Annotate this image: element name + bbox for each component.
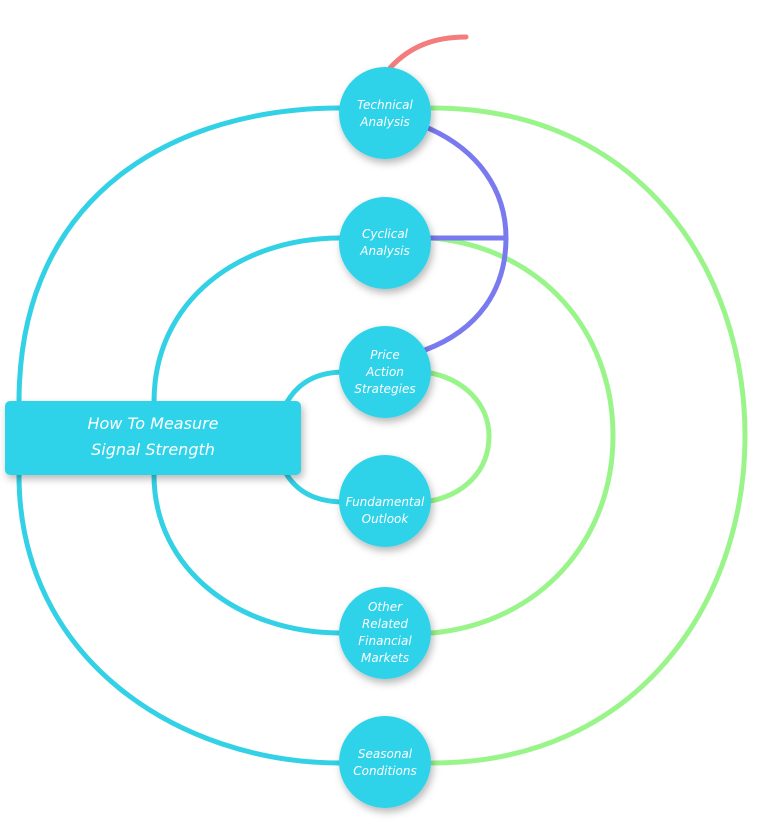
link-cyclical-other-arc <box>429 235 616 636</box>
link-central-cyclical-analysis <box>151 235 343 405</box>
central-topic-line-1: How To Measure <box>87 414 218 433</box>
node-cyclical-analysis[interactable]: Cyclical Analysis <box>339 197 431 289</box>
link-central-price-action <box>284 369 348 405</box>
node-technical-analysis[interactable]: Technical Analysis <box>339 67 431 159</box>
central-topic-line-2: Signal Strength <box>91 440 215 459</box>
node-other-markets-line-3: Financial <box>358 634 412 648</box>
node-other-markets-line-1: Other <box>368 600 403 614</box>
node-other-related-financial-markets[interactable]: Other Related Financial Markets <box>339 587 431 679</box>
link-price-fundamental-arc <box>422 369 492 505</box>
node-fundamental-outlook-line-1: Fundamental <box>346 495 425 509</box>
node-price-action-line-2: Action <box>365 365 404 379</box>
node-seasonal-conditions-line-2: Conditions <box>353 764 417 778</box>
node-other-markets-line-2: Related <box>362 617 408 631</box>
central-topic[interactable]: How To Measure Signal Strength <box>5 401 301 475</box>
link-technical-red <box>387 34 469 71</box>
node-other-markets-line-4: Markets <box>361 651 409 665</box>
link-central-technical-analysis <box>16 105 343 405</box>
node-cyclical-analysis-line-1: Cyclical <box>362 227 409 241</box>
node-seasonal-conditions-line-1: Seasonal <box>358 747 413 761</box>
connectors <box>16 34 748 766</box>
link-technical-seasonal-arc <box>429 105 748 766</box>
node-seasonal-conditions[interactable]: Seasonal Conditions <box>339 716 431 808</box>
link-central-other-markets <box>151 472 343 636</box>
node-technical-analysis-line-2: Analysis <box>359 115 409 129</box>
node-price-action-line-1: Price <box>370 348 399 362</box>
node-cyclical-analysis-line-2: Analysis <box>359 244 409 258</box>
node-technical-analysis-line-1: Technical <box>357 98 413 112</box>
node-fundamental-outlook-line-2: Outlook <box>362 512 410 526</box>
node-price-action-line-3: Strategies <box>354 382 415 396</box>
node-price-action-strategies[interactable]: Price Action Strategies <box>339 326 431 418</box>
link-central-seasonal-conditions <box>16 472 343 766</box>
link-central-fundamental <box>284 472 348 505</box>
node-fundamental-outlook[interactable]: Fundamental Outlook <box>339 455 431 547</box>
